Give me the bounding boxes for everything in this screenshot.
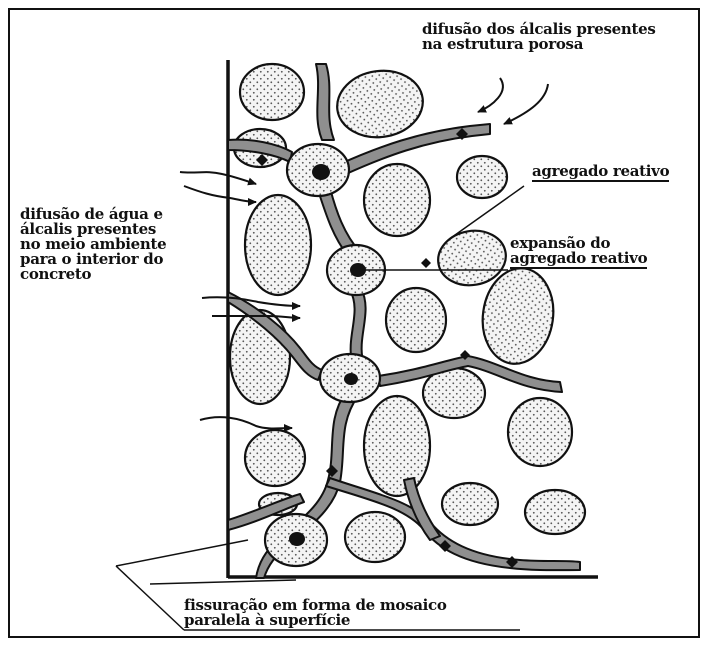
arrow: [504, 84, 548, 124]
aggregate: [442, 483, 498, 525]
crack: [316, 64, 334, 140]
reaction-site: [421, 258, 431, 268]
aggregate: [245, 430, 305, 486]
label-alkali-diffusion-porous: difusão dos álcalis presentes na estrutu…: [422, 22, 655, 52]
label-line: paralela à superfície: [184, 613, 447, 628]
label-water-alkali-diffusion: difusão de água e álcalis presentes no m…: [20, 207, 166, 282]
crack: [350, 288, 366, 362]
label-aggregate-expansion: expansão do agregado reativo: [510, 236, 647, 269]
aggregate: [345, 512, 405, 562]
aggregate: [364, 396, 430, 496]
aggregate: [245, 195, 311, 295]
aggregate: [457, 156, 507, 198]
reactive-core: [312, 164, 330, 180]
aggregate: [386, 288, 446, 352]
reactive-core: [289, 532, 305, 546]
label-line: na estrutura porosa: [422, 37, 655, 52]
label-reactive-aggregate: agregado reativo: [532, 164, 669, 182]
aggregate: [525, 490, 585, 534]
aggregate: [333, 65, 427, 142]
arrow: [180, 172, 256, 184]
label-line: agregado reativo: [532, 164, 669, 182]
aggregate: [364, 164, 430, 236]
label-line: concreto: [20, 267, 166, 282]
aggregate: [508, 398, 572, 466]
arrow: [184, 186, 256, 202]
reactive-core: [344, 373, 358, 385]
arrow: [200, 417, 292, 428]
label-mosaic-cracking: fissuração em forma de mosaico paralela …: [184, 598, 447, 628]
label-line: agregado reativo: [510, 251, 647, 269]
arrow: [478, 78, 503, 112]
aggregate: [240, 64, 304, 120]
